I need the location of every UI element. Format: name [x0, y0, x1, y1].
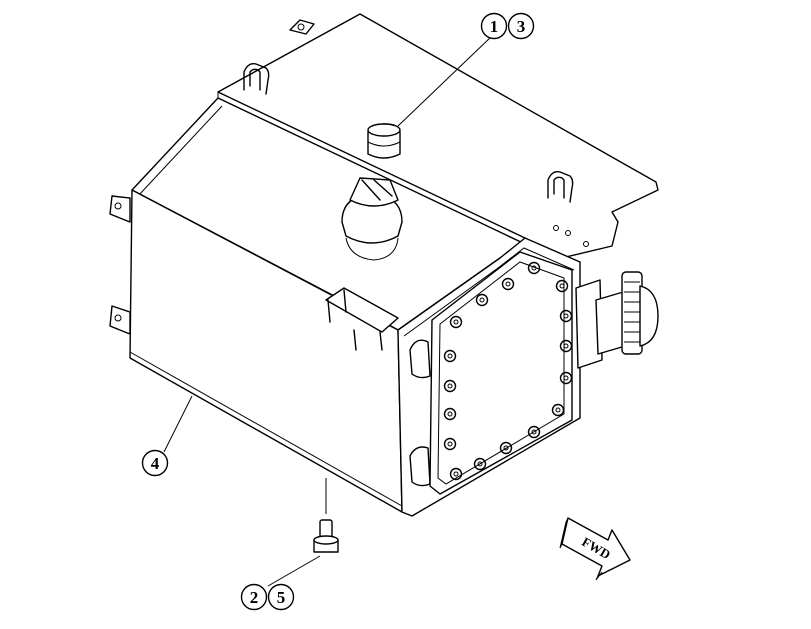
- filler-cap: [367, 123, 401, 159]
- svg-text:4: 4: [151, 454, 160, 473]
- callout-3: 3: [507, 12, 535, 40]
- u-bracket-right: [547, 170, 574, 203]
- leader-4: [163, 395, 193, 453]
- callout-2: 2: [240, 583, 268, 611]
- strap-bracket: [325, 287, 399, 333]
- cover-bolts: [443, 261, 573, 481]
- mount-ear-upper: [109, 195, 131, 223]
- plate-tab-left: [289, 19, 315, 35]
- u-bracket-left: [243, 62, 270, 95]
- bolt: [313, 519, 339, 553]
- svg-text:1: 1: [490, 17, 499, 36]
- filler-neck: [341, 177, 403, 261]
- callout-1: 1: [480, 12, 508, 40]
- callout-5: 5: [267, 583, 295, 611]
- callout-4: 4: [141, 449, 169, 477]
- svg-text:2: 2: [250, 588, 259, 607]
- svg-text:5: 5: [277, 588, 286, 607]
- leader-2-5: [267, 555, 321, 587]
- svg-text:3: 3: [517, 17, 526, 36]
- cover-plate: [429, 251, 573, 495]
- side-fitting: [575, 271, 659, 369]
- leader-1-3: [397, 35, 493, 127]
- forward-arrow: FWD: [559, 517, 631, 581]
